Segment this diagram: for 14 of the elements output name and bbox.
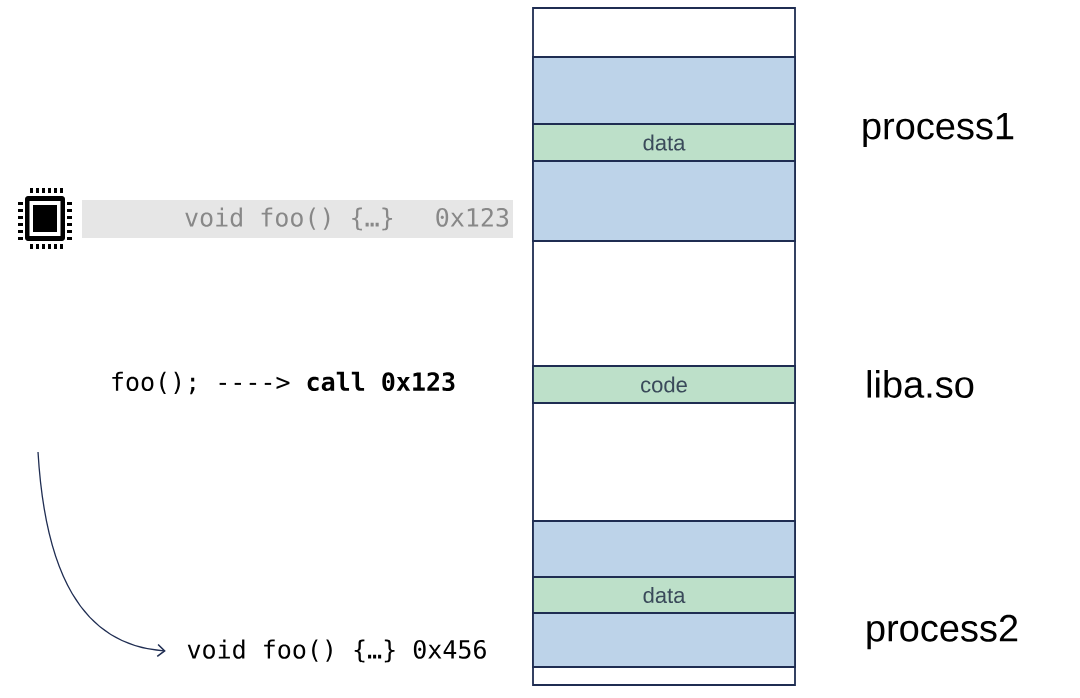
code-text: void foo() {…} 0x456	[187, 639, 486, 663]
curved-arrow	[37, 451, 166, 658]
memory-region: data	[532, 123, 796, 162]
memory-region: code	[532, 365, 796, 404]
region-label: process2	[867, 614, 1018, 650]
memory-region: data	[532, 576, 796, 614]
memory-region	[532, 160, 796, 242]
region-label: process1	[863, 113, 1014, 147]
memory-region	[532, 612, 796, 668]
instruction-strip: void foo() {…} 0x123	[82, 200, 513, 238]
code-text: foo(); ----> call 0x123	[112, 371, 455, 395]
region-label: liba.so	[867, 370, 974, 398]
memory-region	[532, 520, 796, 578]
memory-region	[532, 56, 796, 125]
